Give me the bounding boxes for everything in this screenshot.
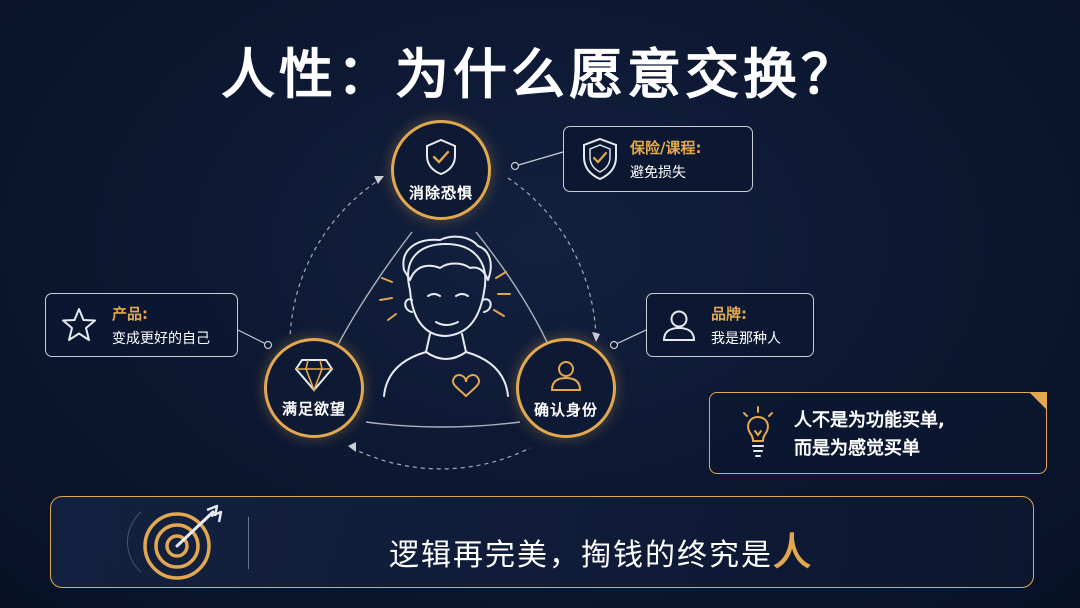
connector-brand — [613, 329, 647, 346]
node-fear: 消除恐惧 — [391, 120, 491, 220]
lightbulb-icon — [743, 406, 773, 457]
dashed-arc-bottom — [351, 447, 531, 470]
quote-line-2: 而是为感觉买单 — [794, 438, 920, 459]
edge-fear-desire — [329, 231, 413, 361]
star-icon — [62, 308, 96, 341]
node-desire: 满足欲望 — [264, 338, 364, 438]
quote-text: 人不是为功能买单, 而是为感觉买单 — [794, 407, 945, 463]
edge-desire-identity — [365, 421, 521, 428]
user-icon — [662, 310, 696, 341]
sparkle-lines — [379, 271, 511, 321]
shield-check-icon — [426, 138, 456, 175]
arrowhead-bottom — [348, 442, 356, 452]
node-label: 确认身份 — [533, 400, 598, 419]
node-identity: 确认身份 — [516, 338, 616, 438]
connector-product — [237, 329, 269, 346]
banner-main-text: 逻辑再完美，掏钱的终究是 — [389, 538, 773, 573]
card-heading: 产品: — [112, 304, 148, 323]
user-icon — [550, 360, 582, 391]
banner-text: 逻辑再完美，掏钱的终究是人 — [389, 521, 813, 576]
diamond-icon — [295, 358, 333, 392]
quote-line-1: 人不是为功能买单, — [794, 410, 945, 431]
connector-insurance — [514, 151, 564, 167]
page-fold-icon — [1029, 392, 1047, 410]
arrowhead-top — [374, 176, 384, 184]
dashed-arc-right — [507, 177, 597, 339]
target-arrow-icon — [127, 504, 223, 580]
card-sub: 我是那种人 — [711, 330, 781, 347]
node-label: 消除恐惧 — [408, 183, 473, 202]
card-insurance: 保险/课程: 避免损失 — [563, 126, 753, 192]
page-title: 人性：为什么愿意交换？ — [221, 43, 859, 106]
card-sub: 避免损失 — [630, 164, 686, 181]
arrowhead-right — [592, 332, 600, 342]
person-heart-icon — [383, 235, 509, 397]
heart-icon — [452, 374, 480, 398]
edge-fear-identity — [475, 231, 556, 361]
shield-check-icon — [583, 137, 617, 181]
card-sub: 变成更好的自己 — [112, 330, 210, 347]
card-brand: 品牌: 我是那种人 — [646, 293, 814, 357]
dashed-arc-left — [289, 177, 383, 339]
node-label: 满足欲望 — [281, 399, 346, 418]
banner-highlight: 人 — [773, 530, 814, 574]
card-heading: 品牌: — [711, 304, 747, 323]
quote-box: 人不是为功能买单, 而是为感觉买单 — [709, 392, 1047, 474]
banner-divider — [248, 517, 249, 569]
bottom-banner: 逻辑再完美，掏钱的终究是人 — [50, 496, 1034, 588]
card-product: 产品: 变成更好的自己 — [45, 293, 238, 357]
card-heading: 保险/课程: — [630, 138, 702, 157]
